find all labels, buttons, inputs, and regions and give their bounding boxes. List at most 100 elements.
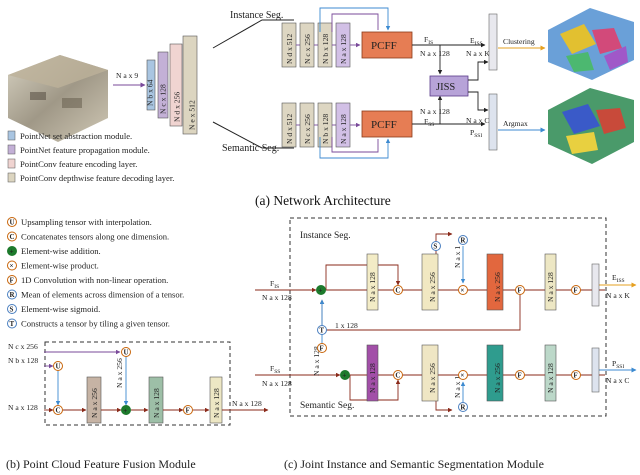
pcff-add-symbol: +	[123, 407, 127, 415]
f-ss-dim: N a x 128	[420, 107, 450, 116]
jiss-operator-symbol: F	[517, 372, 521, 380]
pcff-upsample-1	[53, 361, 63, 371]
semantic-output-block	[488, 93, 498, 151]
jiss-operator-symbol: C	[395, 287, 400, 295]
instance-branch-block-label: N a x 128	[339, 34, 348, 64]
instance-branch-block-label: N d x 512	[285, 34, 294, 64]
jiss-in-dim-bot: N a x 128	[262, 379, 292, 388]
pcff-upsample-2	[121, 347, 131, 357]
jiss-one-top: N a x 1	[453, 246, 462, 268]
pcff-caption: (b) Point Cloud Feature Fusion Module	[6, 457, 196, 471]
op-legend-icon	[7, 289, 17, 300]
instance-branch-blocks: N d x 512 N c x 256 N b x 128 N a x 128	[281, 22, 361, 68]
jiss-out-top	[468, 59, 489, 81]
jiss-operator	[515, 370, 525, 380]
branch-line-bottom	[212, 121, 294, 149]
jiss-mid-dim: 1 x 128	[335, 321, 358, 330]
op-legend-icon	[7, 318, 17, 329]
jiss-f-is: FIS	[270, 279, 279, 290]
jiss-semantic-label: Semantic Seg.	[300, 401, 354, 411]
jiss-operator-symbol: C	[395, 372, 400, 380]
pcff-box-bottom	[361, 110, 413, 138]
instance-output-image	[548, 8, 634, 80]
jiss-out-bottom	[468, 91, 489, 113]
op-legend-symbol: U	[10, 219, 15, 227]
input-point-cloud-image	[8, 55, 108, 142]
semantic-seg-label: Semantic Seg.	[222, 143, 279, 154]
pcff-in-nb: N b x 128	[8, 356, 38, 365]
jiss-operator-symbol: F	[517, 287, 521, 295]
jiss-e-iss: EISS	[612, 273, 625, 284]
pcff-block-out-label: N a x 128	[212, 388, 221, 418]
instance-branch-block-label: N c x 256	[303, 34, 312, 64]
op-legend-text: Element-wise sigmoid.	[21, 304, 100, 314]
pcff-concat	[53, 405, 63, 415]
pcff-skip-top-2	[331, 13, 379, 32]
instance-branch-block-label: N b x 128	[321, 34, 330, 64]
jiss-module: Instance Seg. Semantic Seg. FIS N a x 12…	[255, 217, 637, 471]
pcff-label-top: PCFF	[371, 40, 397, 52]
jiss-operator-symbol: ×	[460, 287, 464, 295]
jiss-top-block-label: N a x 256	[493, 272, 502, 302]
op-legend-text: 1D Convolution with non-linear operation…	[21, 275, 168, 285]
input-dim-label: N a x 9	[116, 71, 138, 80]
jiss-p-dim: N a x C	[606, 376, 629, 385]
pcff-conv-symbol: F	[186, 407, 190, 415]
jiss-bottom-block	[366, 344, 379, 402]
semantic-output-image	[548, 88, 634, 164]
jiss-in-dim-top: N a x 128	[262, 293, 292, 302]
jiss-one-bot: N a x 1	[453, 376, 462, 398]
jiss-module-border	[289, 217, 607, 417]
jiss-top-block	[421, 253, 439, 311]
embedding-output-block	[488, 13, 498, 71]
jiss-attn-bot	[435, 375, 453, 413]
pcff-concat-symbol: C	[56, 407, 61, 415]
jiss-bottom-block-label: N a x 256	[428, 363, 437, 393]
architecture-legend: PointNet set abstraction module.PointNet…	[7, 130, 174, 183]
jiss-operator	[316, 285, 326, 295]
jiss-operator	[458, 402, 468, 412]
jiss-skip-top	[325, 264, 401, 290]
jiss-box	[429, 75, 469, 97]
clustering-label: Clustering	[503, 37, 535, 46]
jiss-label: JISS	[436, 82, 455, 93]
encoder-block-label: N e x 512	[188, 100, 197, 130]
jiss-operator	[317, 325, 327, 335]
jiss-operator	[458, 235, 468, 245]
op-legend-symbol: R	[10, 291, 16, 299]
legend-text: PointNet set abstraction module.	[20, 131, 132, 141]
pcff-block-na128-label: N a x 128	[152, 388, 161, 418]
jiss-operator	[515, 285, 525, 295]
jiss-operator-symbol: T	[319, 327, 324, 335]
encoder-block	[157, 51, 169, 119]
pcff-upsample-1-symbol: U	[56, 363, 61, 371]
e-iss-label: EISS	[470, 36, 483, 47]
pcff-block-na128	[148, 376, 164, 424]
jiss-operator	[393, 285, 403, 295]
f-is-label: FIS	[424, 35, 433, 46]
instance-seg-label: Instance Seg.	[230, 10, 283, 21]
jiss-bottom-block	[486, 344, 504, 402]
op-legend-symbol: S	[10, 306, 14, 314]
semantic-branch-block-label: N c x 256	[303, 114, 312, 144]
branch-line-top	[212, 19, 294, 49]
jiss-bottom-block	[544, 344, 557, 402]
semantic-branch-block-label: N b x 128	[321, 114, 330, 144]
p-dim-label: N a x C	[466, 116, 489, 125]
op-legend-symbol: C	[10, 233, 15, 241]
op-legend-text: Concatenates tensors along one dimension…	[21, 232, 169, 242]
jiss-operator	[458, 370, 468, 380]
jiss-top-block	[544, 253, 557, 311]
op-legend-text: Mean of elements across dimension of a t…	[21, 290, 184, 300]
jiss-e-dim: N a x K	[606, 291, 630, 300]
jiss-operator-symbol: F	[573, 372, 577, 380]
legend-text: PointConv depthwise feature decoding lay…	[20, 173, 174, 183]
op-legend-text: Upsampling tensor with interpolation.	[21, 217, 152, 227]
pcff-skip-bottom-1	[319, 137, 391, 159]
op-legend-symbol: F	[10, 277, 14, 285]
jiss-out-block-bot	[591, 347, 600, 393]
jiss-top-block	[486, 253, 504, 311]
op-legend-icon	[7, 260, 17, 271]
